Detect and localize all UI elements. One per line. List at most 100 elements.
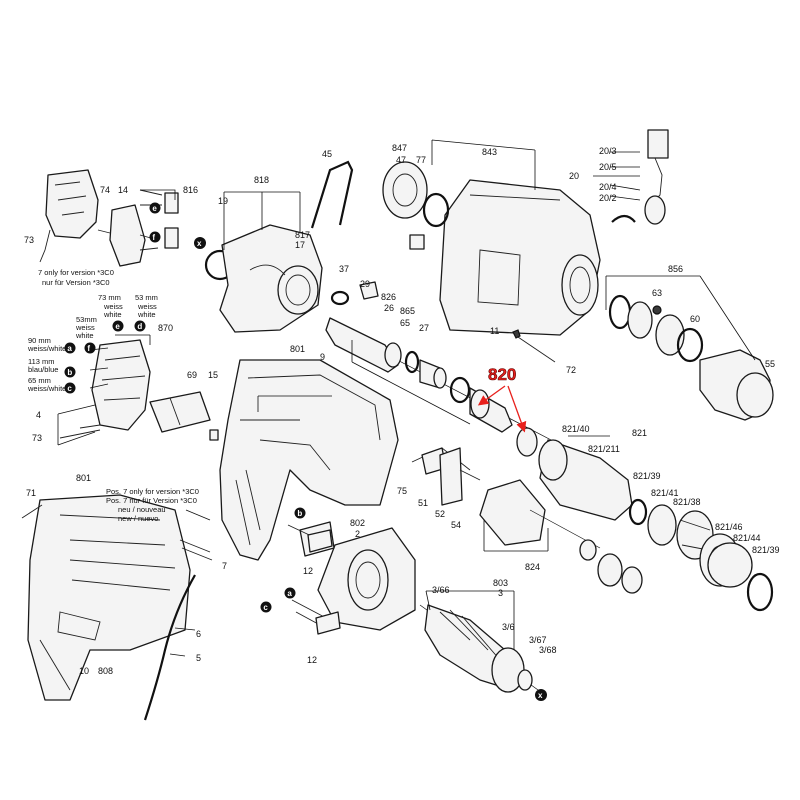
part-number-label[interactable]: 55 [765,359,775,369]
svg-text:f: f [152,233,155,242]
part-number-label[interactable]: 3/6 [502,622,515,632]
part-number-label[interactable]: 77 [416,155,426,165]
part-number-label[interactable]: 817 [295,230,310,240]
part-number-label[interactable]: 3/66 [432,585,450,595]
part-number-label[interactable]: 818 [254,175,269,185]
part-number-label[interactable]: 20 [569,171,579,181]
part-number-label[interactable]: 52 [435,509,445,519]
svg-text:e: e [152,204,157,213]
leader-lines [57,139,756,657]
part-number-label[interactable]: 12 [303,566,313,576]
part-number-label[interactable]: 60 [690,314,700,324]
part-number-label[interactable]: 20/3 [599,146,617,156]
part-number-label[interactable]: 847 [392,143,407,153]
part-number-label[interactable]: 821/41 [651,488,679,498]
part-number-label[interactable]: 5 [196,653,201,663]
part-number-label[interactable]: 45 [322,149,332,159]
part-number-label[interactable]: 20/5 [599,162,617,172]
svg-text:e: e [115,322,120,331]
part-number-label[interactable]: 27 [419,323,429,333]
wiring-callout-letter: f [84,342,96,354]
part-number-label[interactable]: 3/67 [529,635,547,645]
x-marker [194,237,206,249]
version-note: weiss [75,323,95,332]
part-number-label[interactable]: 821/40 [562,424,590,434]
part-number-label[interactable]: 821/44 [733,533,761,543]
part-number-label[interactable]: 826 [381,292,396,302]
part-number-label[interactable]: 821/39 [633,471,661,481]
part-number-label[interactable]: 843 [482,147,497,157]
svg-text:b: b [67,368,72,377]
part-number-label[interactable]: 801 [290,344,305,354]
cover-plate [149,391,211,433]
part-number-label[interactable]: 4 [36,410,41,420]
part-number-label[interactable]: 2 [355,529,360,539]
part-number-label[interactable]: 803 [493,578,508,588]
part-number-label[interactable]: 801 [76,473,91,483]
brush-holder [109,204,146,267]
part-number-label[interactable]: 74 [100,185,110,195]
version-note: 7 only for version *3C0 [38,268,114,277]
handle-bow [310,160,354,229]
part-number-label[interactable]: 821/211 [588,444,620,454]
part-number-label[interactable]: 821/46 [715,522,743,532]
svg-text:x: x [538,691,543,700]
part-number-label[interactable]: 3/68 [539,645,557,655]
part-number-label[interactable]: 69 [187,370,197,380]
part-number-label[interactable]: 821/39 [752,545,780,555]
svg-text:x: x [197,239,202,248]
version-note: 73 mm [98,293,121,302]
part-number-label[interactable]: 65 [400,318,410,328]
part-number-label[interactable]: 26 [384,303,394,313]
part-number-label[interactable]: 808 [98,666,113,676]
part-number-label[interactable]: 10 [79,666,89,676]
part-number-label[interactable]: 63 [652,288,662,298]
switch-assembly [91,339,151,431]
version-note: blau/blue [28,365,58,374]
carbon-brush [164,227,179,249]
part-number-label[interactable]: 9 [320,352,325,362]
svg-text:b: b [297,509,302,518]
part-number-label[interactable]: 12 [307,655,317,665]
part-number-label[interactable]: 6 [196,629,201,639]
part-number-label[interactable]: 824 [525,562,540,572]
highlighted-part-number[interactable]: 820 [488,365,517,385]
part-number-label[interactable]: 15 [208,370,218,380]
version-note: 53 mm [135,293,158,302]
part-number-label[interactable]: 20/4 [599,182,617,192]
svg-text:d: d [137,322,142,331]
part-number-label[interactable]: 7 [222,561,227,571]
part-number-label[interactable]: 71 [26,488,36,498]
part-number-label[interactable]: 14 [118,185,128,195]
part-number-label[interactable]: 51 [418,498,428,508]
part-number-label[interactable]: 11 [490,326,499,336]
part-number-label[interactable]: 17 [295,240,305,250]
part-number-label[interactable]: 73 [24,235,34,245]
part-number-label[interactable]: 816 [183,185,198,195]
wiring-callout-letter: b [64,366,76,378]
version-note: white [75,331,94,340]
part-number-label[interactable]: 73 [32,433,42,443]
part-number-label[interactable]: 856 [668,264,683,274]
part-number-label[interactable]: 75 [397,486,407,496]
version-note: nur für Version *3C0 [42,278,110,287]
part-number-label[interactable]: 37 [339,264,349,274]
part-number-label[interactable]: 47 [396,155,406,165]
part-number-label[interactable]: 54 [451,520,461,530]
part-number-label[interactable]: 19 [218,196,228,206]
part-number-label[interactable]: 821 [632,428,647,438]
part-number-label[interactable]: 802 [350,518,365,528]
part-number-label[interactable]: 29 [360,279,370,289]
version-note: white [103,310,122,319]
part-number-label[interactable]: 870 [158,323,173,333]
part-number-label[interactable]: 865 [400,306,415,316]
version-note: weiss/white [27,344,66,353]
version-note: 90 mm [28,336,51,345]
part-number-label[interactable]: 3 [498,588,503,598]
part-number-label[interactable]: 72 [566,365,576,375]
part-number-label[interactable]: 821/38 [673,497,701,507]
part-number-label[interactable]: 20/2 [599,193,617,203]
